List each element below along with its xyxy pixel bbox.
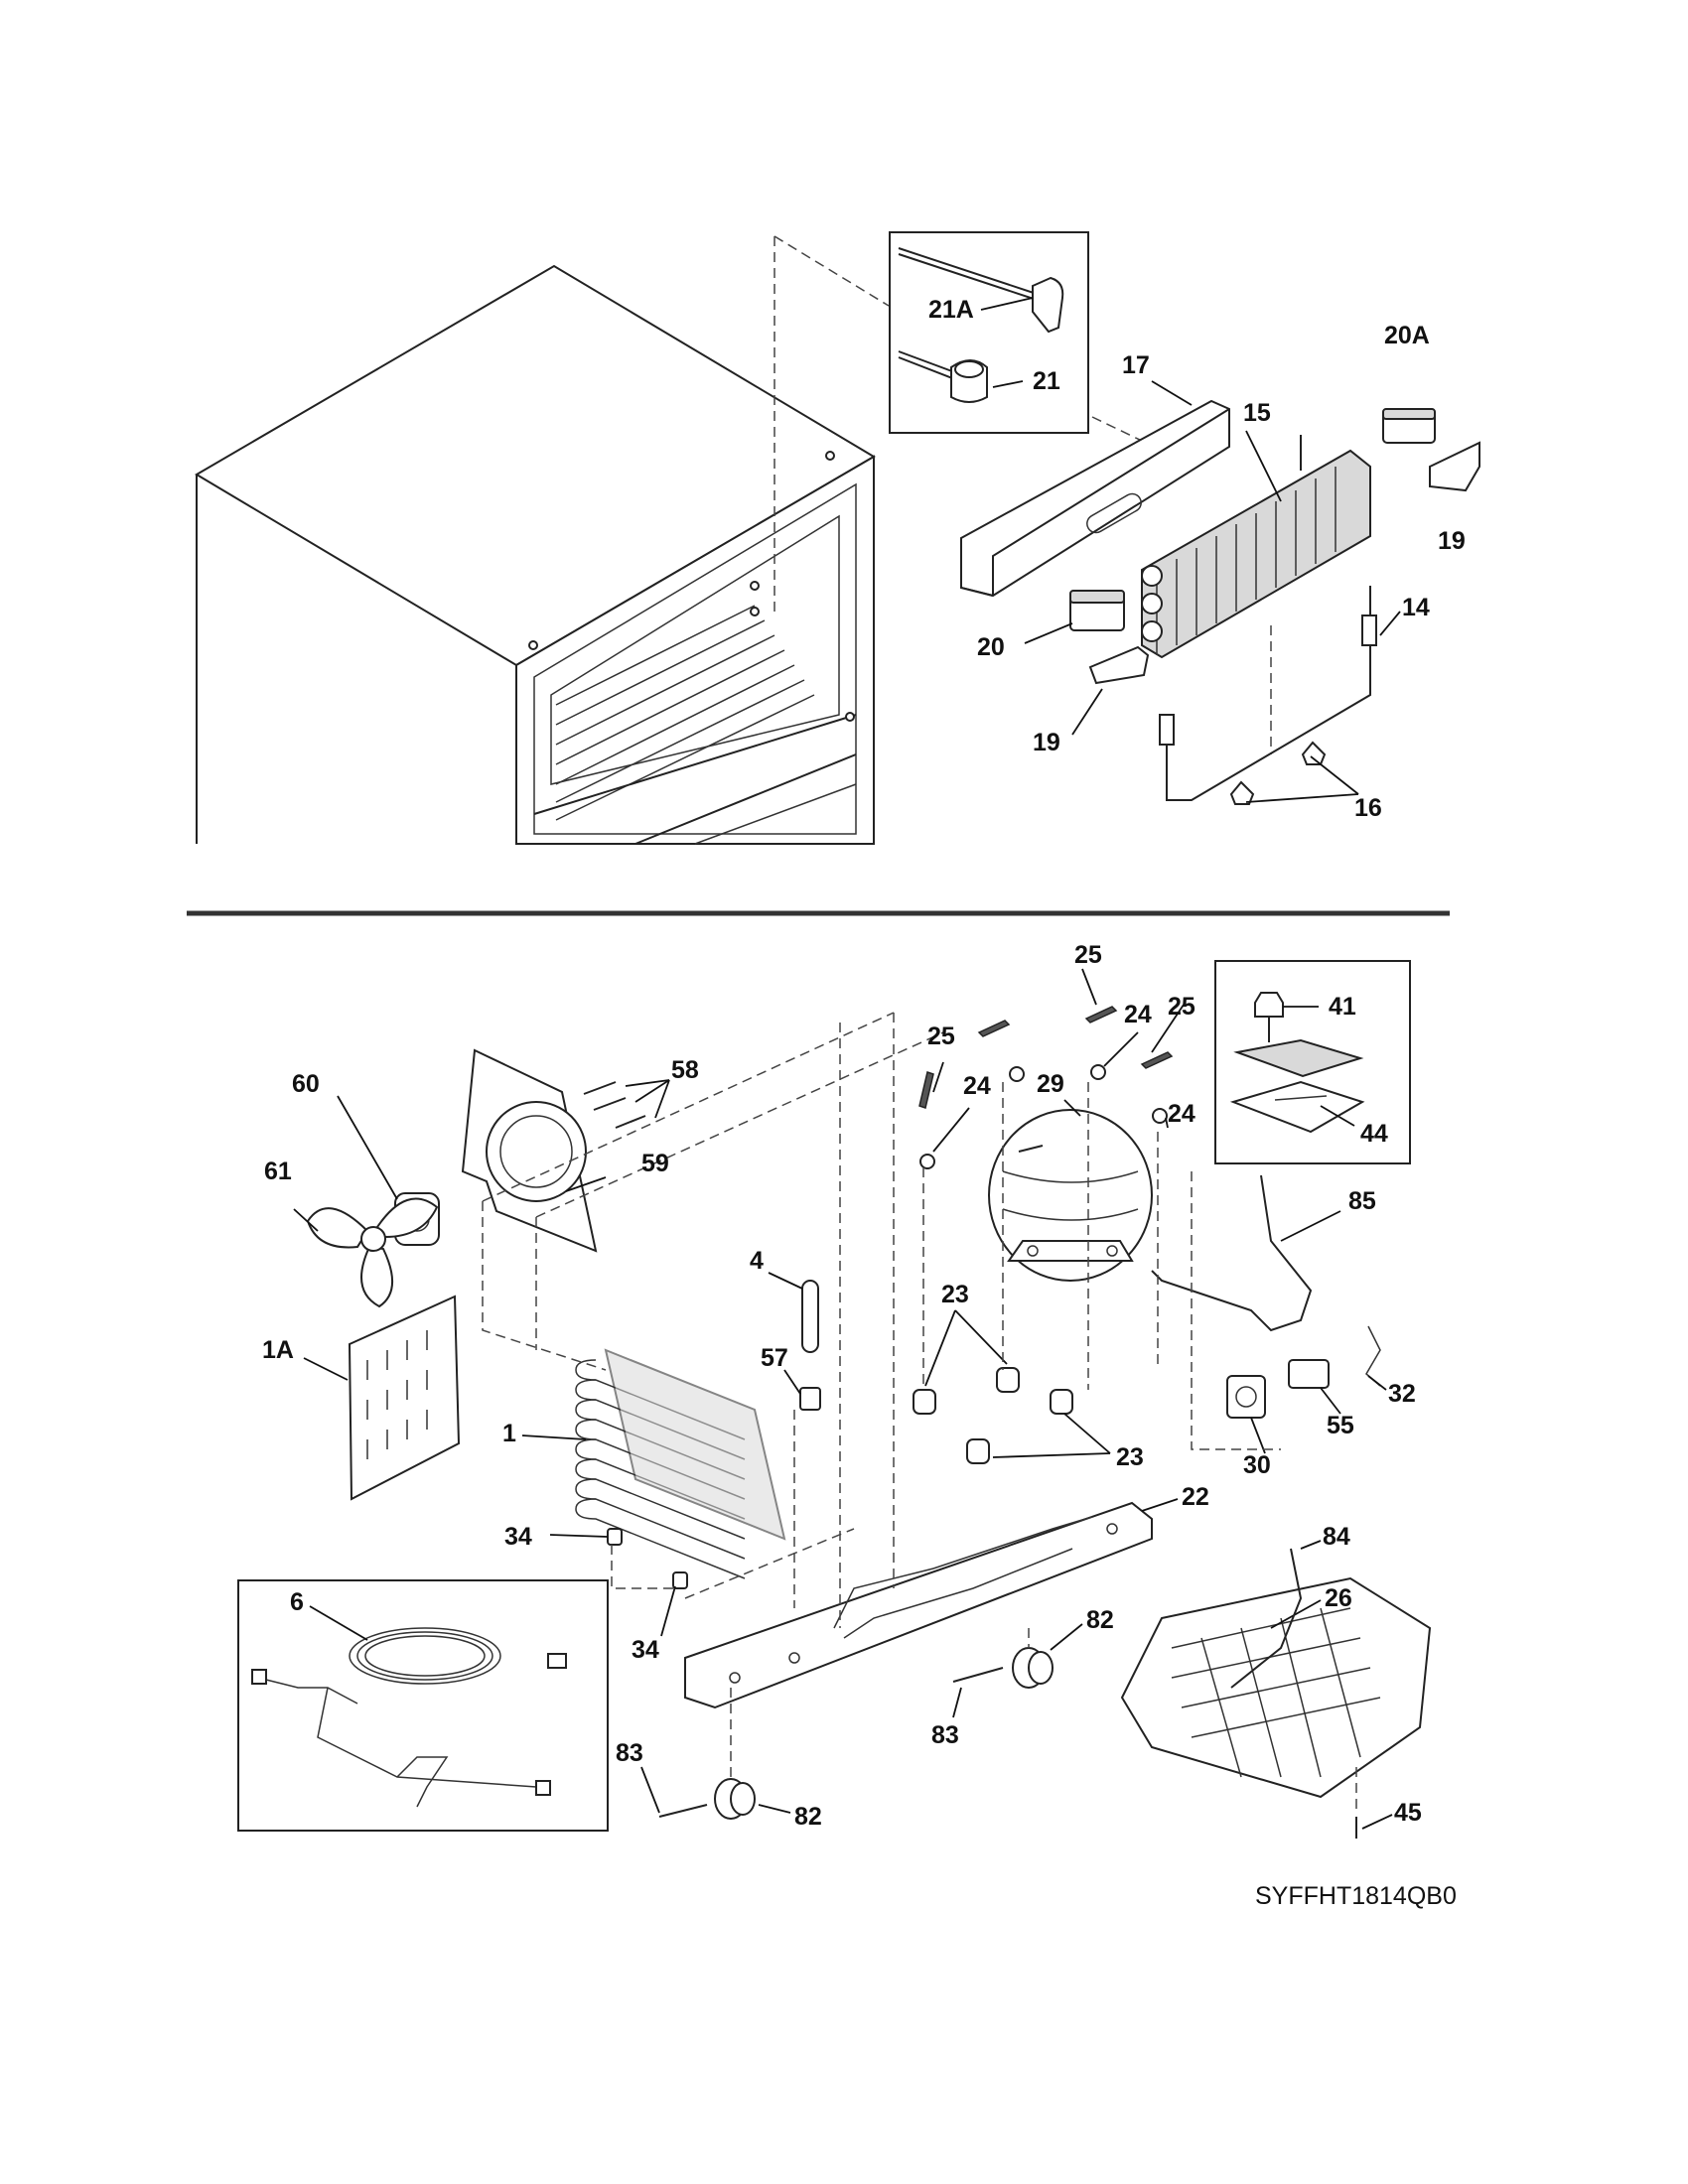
screws-58: [583, 1081, 646, 1129]
grille-panel: [348, 1295, 461, 1501]
label-20a: 20A: [1384, 322, 1430, 349]
label-25-right: 25: [1168, 993, 1196, 1021]
label-30: 30: [1243, 1451, 1271, 1479]
label-60: 60: [292, 1070, 320, 1098]
label-14: 14: [1402, 594, 1430, 621]
label-44: 44: [1360, 1120, 1388, 1148]
label-19-right: 19: [1438, 527, 1466, 555]
drawing-id: SYFFHT1814QB0: [1255, 1882, 1457, 1910]
start-relay: [1226, 1375, 1266, 1419]
label-23-bottom: 23: [1116, 1443, 1144, 1471]
label-58: 58: [671, 1056, 699, 1084]
label-59: 59: [641, 1150, 669, 1177]
mount-clips: [918, 1006, 1174, 1169]
cabinet-ribs: [533, 605, 857, 845]
label-22: 22: [1182, 1483, 1209, 1511]
terminal-block-20a: [1382, 408, 1436, 444]
label-82-right: 82: [1086, 1606, 1114, 1634]
label-19-left: 19: [1033, 729, 1060, 756]
label-1a: 1A: [262, 1336, 294, 1364]
label-23-top: 23: [941, 1281, 969, 1308]
tube-84: [1230, 1548, 1303, 1689]
label-20: 20: [977, 633, 1005, 661]
label-24-right: 24: [1168, 1100, 1196, 1128]
screw-83-left: [658, 1804, 708, 1818]
inset-box-harness: [237, 1579, 609, 1832]
evaporator-coil: [1141, 435, 1371, 659]
inset-box-clips: [889, 231, 1089, 434]
filter-drier: [801, 1280, 819, 1353]
label-25-top: 25: [1074, 941, 1102, 969]
condenser-coil: [575, 1348, 786, 1579]
defrost-heater: [1159, 586, 1377, 805]
label-41: 41: [1329, 993, 1356, 1021]
fan-shroud: [461, 1048, 598, 1253]
terminal-block-20: [1069, 590, 1125, 631]
bracket-19-right: [1429, 441, 1480, 492]
label-21a: 21A: [928, 296, 974, 324]
label-25-left: 25: [927, 1023, 955, 1050]
label-17: 17: [1122, 351, 1150, 379]
drain-trough: [960, 399, 1230, 598]
foot-82-left: [714, 1778, 756, 1820]
label-61: 61: [264, 1158, 292, 1185]
refrigerator-cabinet: [195, 264, 876, 845]
drain-pan: [1120, 1576, 1432, 1799]
label-1: 1: [502, 1420, 516, 1447]
label-83-right: 83: [931, 1721, 959, 1749]
label-85: 85: [1348, 1187, 1376, 1215]
tube-85: [1151, 1174, 1313, 1332]
label-45: 45: [1394, 1799, 1422, 1827]
label-4: 4: [750, 1247, 764, 1275]
base-pan: [684, 1501, 1153, 1709]
screw-83-right: [952, 1667, 1004, 1683]
label-24-top: 24: [1124, 1001, 1152, 1028]
clip-34-a: [607, 1528, 623, 1546]
label-26: 26: [1325, 1584, 1352, 1612]
overload-protector: [1288, 1359, 1330, 1389]
clip-57: [799, 1387, 821, 1411]
label-24-left: 24: [963, 1072, 991, 1100]
foot-82-right: [1012, 1647, 1054, 1689]
label-29: 29: [1037, 1070, 1064, 1098]
label-16: 16: [1354, 794, 1382, 822]
inset-box-bolt: [1214, 960, 1411, 1164]
bracket-19-left: [1088, 645, 1150, 685]
label-55: 55: [1327, 1412, 1354, 1439]
clip-34-b: [672, 1571, 688, 1589]
label-6: 6: [290, 1588, 304, 1616]
label-32: 32: [1388, 1380, 1416, 1408]
fan-blade: [306, 1197, 439, 1308]
label-21: 21: [1033, 367, 1060, 395]
label-34-top: 34: [504, 1523, 532, 1551]
alignment-lines: [482, 1012, 1357, 1813]
grommets: [913, 1367, 1073, 1464]
label-82-left: 82: [794, 1803, 822, 1831]
label-57: 57: [761, 1344, 788, 1372]
label-83-left: 83: [616, 1739, 643, 1767]
label-84: 84: [1323, 1523, 1350, 1551]
compressor: [988, 1109, 1153, 1282]
label-34-bottom: 34: [632, 1636, 659, 1664]
label-15: 15: [1243, 399, 1271, 427]
part-labels: 21A 21 17 20A 15 19 14 20 19 16 25 25 25…: [262, 296, 1466, 1831]
